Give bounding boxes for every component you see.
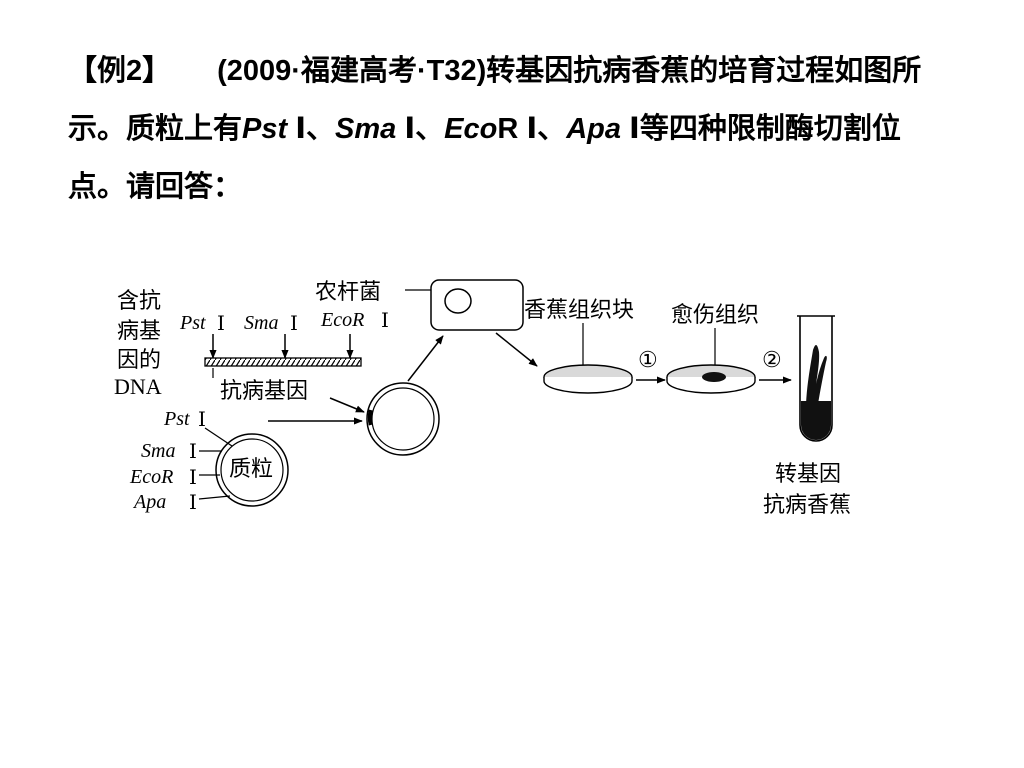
- plasmid-site-apa-leader: [198, 495, 231, 500]
- callus-mass: [702, 372, 726, 382]
- recombinant-plasmid-inner: [371, 387, 435, 451]
- tissue-label: 香蕉组织块: [524, 297, 634, 322]
- question-source: (2009·福建高考·T32): [217, 55, 487, 87]
- plasmid-site-ecor-numeral: Ⅰ: [189, 467, 197, 489]
- recombinant-gene-insert: [367, 409, 373, 426]
- tissue-dish-wall: [543, 377, 633, 394]
- dna-label-line-1: 含抗: [117, 288, 161, 313]
- enzyme-eco: Eco: [444, 113, 498, 145]
- dna-site-sma-label: Sma: [244, 312, 278, 334]
- numeral-3: Ⅰ: [526, 113, 538, 145]
- question-stem: 【例2】 (2009·福建高考·T32)转基因抗病香蕉的培育过程如图所示。质粒上有…: [68, 42, 948, 216]
- dna-site-pst-numeral: Ⅰ: [217, 313, 225, 335]
- question-tag: 【例2】: [68, 55, 172, 87]
- separator-3: 、: [537, 113, 567, 145]
- enzyme-pst: Pst: [242, 113, 288, 145]
- agrobacterium-cell: [430, 279, 524, 331]
- numeral-2: Ⅰ: [404, 113, 416, 145]
- dna-label-line-4: DNA: [114, 374, 162, 399]
- agrobacterium-to-tissue-arrow: [495, 332, 538, 367]
- agrobacterium-label: 农杆菌: [315, 279, 381, 304]
- separator-1: 、: [306, 113, 336, 145]
- dna-label-line-2: 病基: [117, 318, 161, 343]
- dna-site-sma-numeral: Ⅰ: [290, 313, 298, 335]
- test-tube: [797, 315, 835, 442]
- dna-strand: [204, 357, 362, 367]
- plasmid-site-pst-label: Pst: [163, 408, 190, 430]
- plasmid-site-sma-label: Sma: [141, 440, 175, 462]
- recombinant-plasmid-outer: [366, 382, 440, 456]
- enzyme-apa: Apa: [566, 113, 621, 145]
- numeral-1: Ⅰ: [295, 113, 307, 145]
- product-label-line-1: 转基因: [775, 461, 841, 486]
- plasmid-site-sma-numeral: Ⅰ: [189, 441, 197, 463]
- dna-site-ecor-label: EcoR: [320, 309, 364, 331]
- dna-site-ecor-numeral: Ⅰ: [381, 310, 389, 332]
- agrobacterium-plasmid: [444, 288, 472, 314]
- callus-label: 愈伤组织: [671, 302, 759, 327]
- banana-plantlet: [806, 345, 827, 404]
- dna-label-line-3: 因的: [117, 347, 161, 372]
- dna-site-pst-label: Pst: [179, 312, 206, 334]
- plasmid-site-pst-numeral: Ⅰ: [198, 409, 206, 431]
- plasmid-label: 质粒: [229, 456, 273, 481]
- gene-to-vector-arrow: [329, 397, 365, 413]
- plasmid-site-apa-label: Apa: [132, 491, 166, 513]
- test-tube-medium: [801, 401, 831, 440]
- plasmid-site-apa-numeral: Ⅰ: [189, 492, 197, 514]
- enzyme-eco-tail: R: [497, 113, 519, 145]
- gene-label: 抗病基因: [220, 378, 308, 403]
- vector-to-agrobacterium-arrow: [407, 335, 444, 382]
- product-label-line-2: 抗病香蕉: [763, 492, 851, 517]
- separator-2: 、: [415, 113, 445, 145]
- step-1-label: ①: [638, 347, 658, 372]
- plasmid-site-ecor-label: EcoR: [129, 466, 173, 488]
- step-2-label: ②: [762, 347, 782, 372]
- question-text-2: 等四种限制酶切割位点。请回答：: [68, 113, 901, 203]
- plasmid-outer-ring: [215, 433, 289, 507]
- numeral-4: Ⅰ: [629, 113, 640, 145]
- enzyme-sma: Sma: [335, 113, 397, 145]
- question-text-1: 转基因抗病香蕉的培育过程如图所示。质粒上有: [68, 55, 922, 145]
- plasmid-inner-ring: [220, 438, 284, 502]
- callus-dish-wall: [666, 377, 756, 394]
